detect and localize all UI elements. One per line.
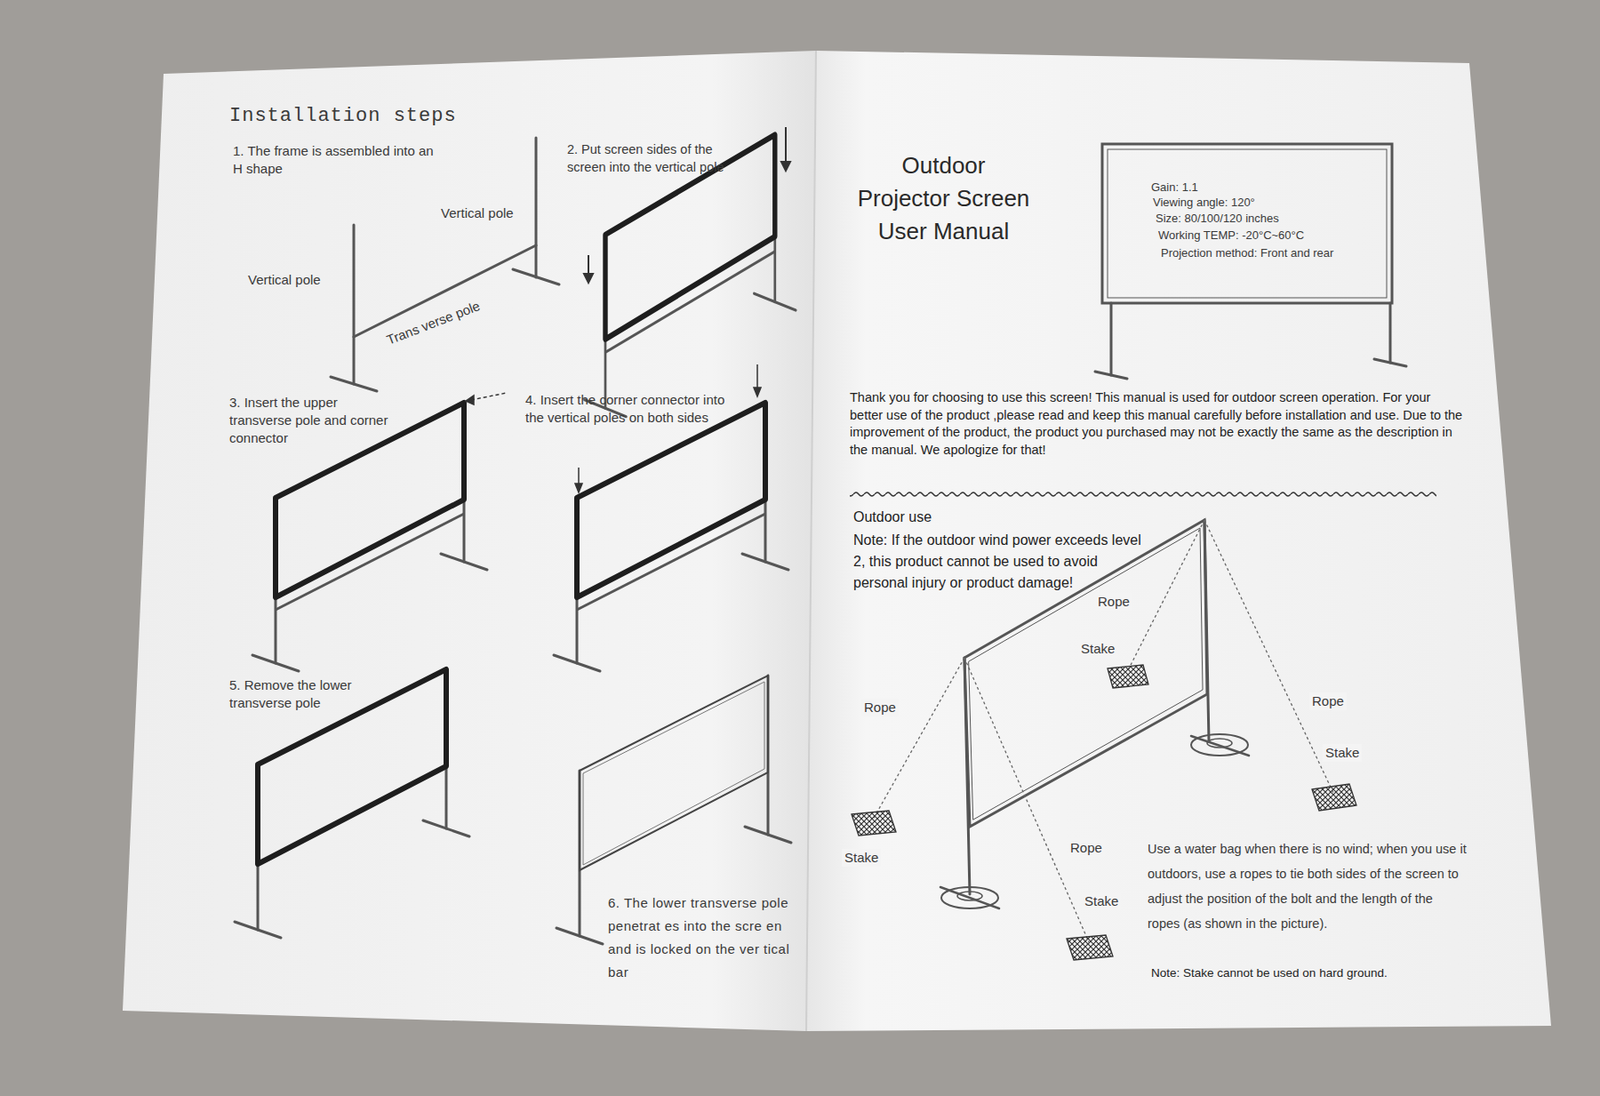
step-text: 5. Remove the lower transverse pole xyxy=(229,676,399,712)
section-heading: Outdoor use xyxy=(853,507,932,527)
step-text: 4. Insert the corner connector into the … xyxy=(525,391,726,427)
part-name: Stake xyxy=(1078,640,1118,658)
intro-paragraph: Thank you for choosing to use this scree… xyxy=(849,389,1464,459)
part-name: Stake xyxy=(1081,892,1121,911)
part-name: Stake xyxy=(841,848,881,867)
warning-note: Note: If the outdoor wind power exceeds … xyxy=(853,529,1147,594)
stake-pad xyxy=(851,664,1357,960)
part-name: Rope xyxy=(1095,592,1133,611)
spec-line: Gain: 1.1 xyxy=(1151,179,1199,195)
step-text: 1. The frame is assembled into an H shap… xyxy=(232,142,438,178)
step-text: 2. Put screen sides of the screen into t… xyxy=(567,140,736,176)
spec-line: Viewing angle: 120° xyxy=(1152,194,1256,210)
part-name: Rope xyxy=(861,698,899,717)
direction-arrow xyxy=(575,364,761,493)
part-name: Vertical pole xyxy=(248,271,321,289)
section-heading: Installation steps xyxy=(229,103,457,129)
step2-drawing xyxy=(584,135,797,417)
h-frame-drawing xyxy=(330,137,560,392)
spec-line: Working TEMP: -20°C~60°C xyxy=(1158,227,1304,243)
warning-note: Note: Stake cannot be used on hard groun… xyxy=(1151,965,1388,982)
step4-drawing xyxy=(553,402,789,672)
part-name: Rope xyxy=(1309,692,1347,711)
part-name: Rope xyxy=(1067,839,1105,857)
wavy-divider xyxy=(849,491,1437,499)
spec-line: Projection method: Front and rear xyxy=(1160,245,1334,261)
product-screen-drawing xyxy=(1095,144,1407,379)
paper-sheet xyxy=(122,50,1552,1032)
part-name: Vertical pole xyxy=(440,204,514,223)
part-name: Stake xyxy=(1322,744,1362,762)
direction-arrow xyxy=(465,392,507,405)
step-text: 3. Insert the upper transverse pole and … xyxy=(229,393,399,448)
spec-line: Size: 80/100/120 inches xyxy=(1155,210,1280,226)
usage-note: Use a water bag when there is no wind; w… xyxy=(1147,836,1468,936)
step-text: 6. The lower transverse pole penetrat es… xyxy=(608,891,800,984)
manual-title: Outdoor Projector Screen User Manual xyxy=(855,149,1032,248)
